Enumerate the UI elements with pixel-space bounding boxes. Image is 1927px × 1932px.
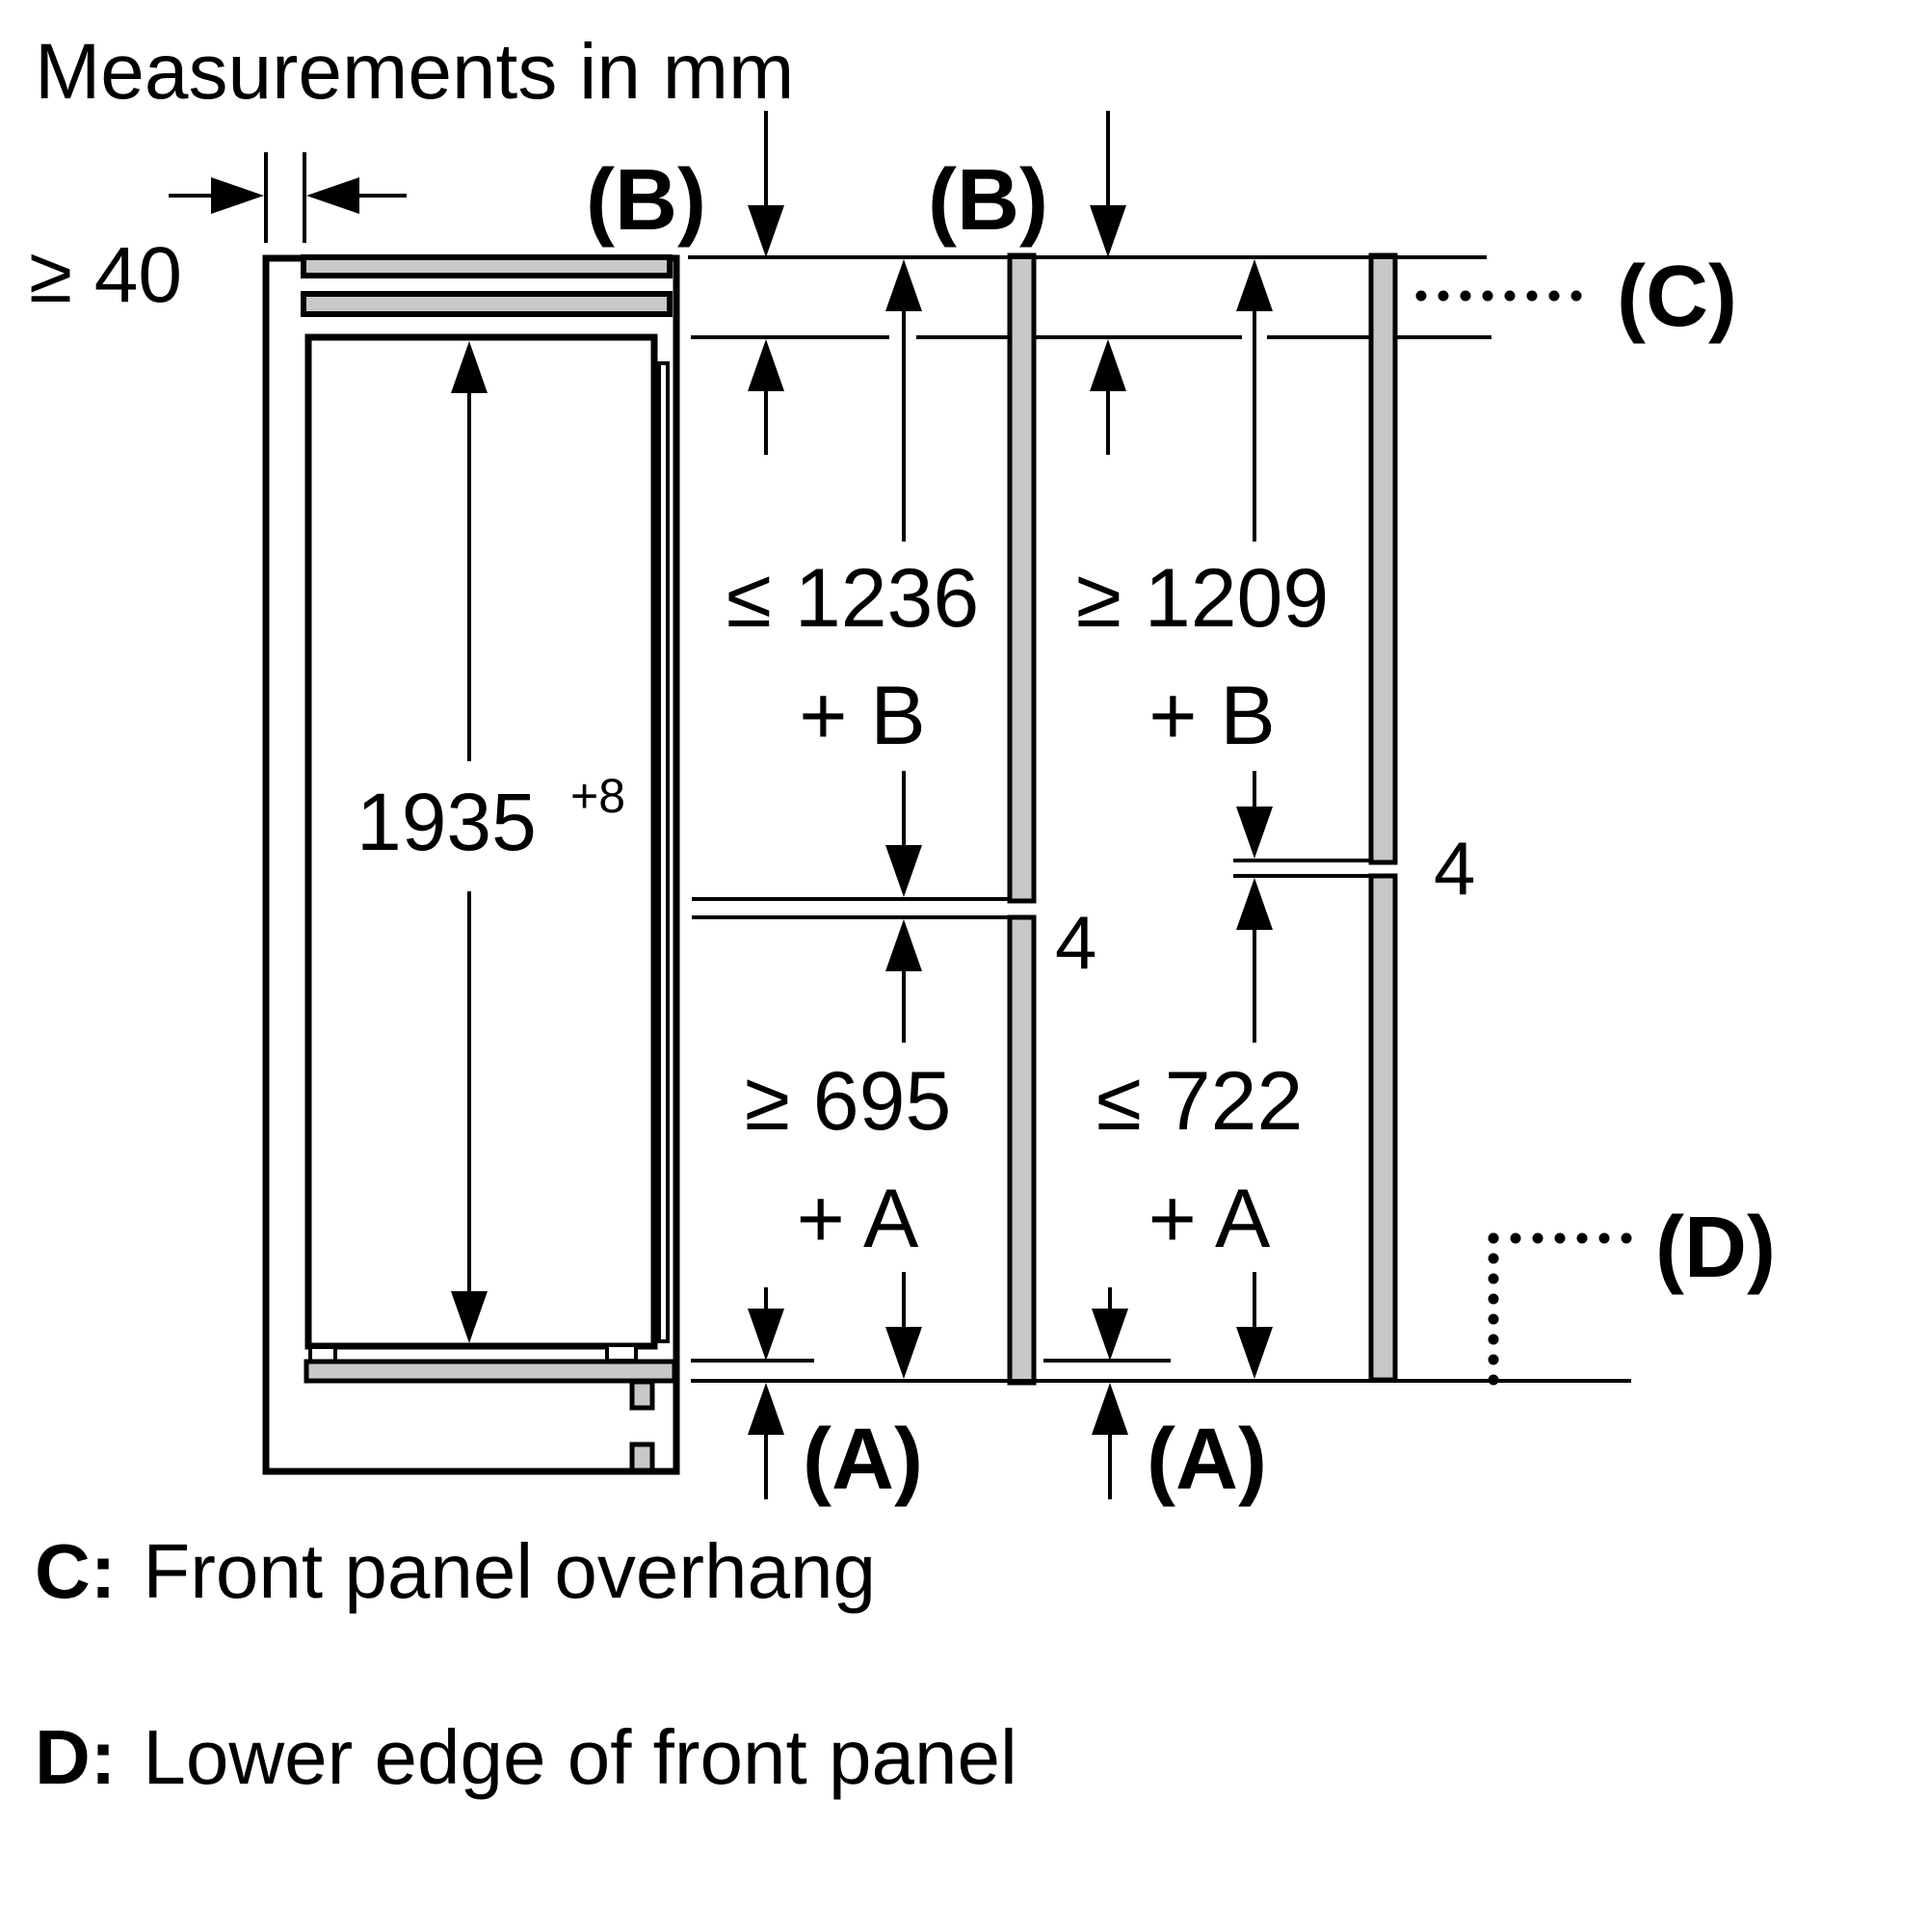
ur-down-head — [1236, 807, 1273, 859]
appliance-door-edge — [657, 361, 670, 1343]
appliance-height-dimension: 1935 +8 — [356, 341, 625, 1343]
front-panel-left-lower — [1007, 914, 1037, 1386]
b-right-up-head — [1090, 339, 1126, 391]
front-panel-right-upper — [1368, 252, 1398, 865]
dimension-upper-right: ≥ 1209 + B — [1076, 259, 1329, 859]
lr-down-head — [1236, 1327, 1273, 1379]
lower-right-variable: + A — [1148, 1173, 1271, 1265]
cabinet-group — [262, 254, 680, 1475]
ul-down-head — [885, 845, 922, 897]
a-left-up-head — [748, 1383, 784, 1435]
gap-right-label: 4 — [1434, 826, 1475, 911]
callout-c: (C) — [1415, 249, 1737, 345]
front-panel-right-lower — [1368, 873, 1398, 1383]
b-right-down-head — [1090, 205, 1126, 257]
ll-up-head — [885, 919, 922, 971]
hinge-block-lower — [629, 1442, 655, 1473]
appliance-foot-right — [605, 1343, 638, 1363]
upper-right-variable: + B — [1148, 670, 1275, 762]
top-vent-bar-1 — [301, 254, 673, 278]
a-right-down-head — [1092, 1309, 1128, 1361]
lower-left-variable: + A — [797, 1173, 919, 1265]
a-right-up-head — [1092, 1383, 1128, 1435]
upper-left-value: ≤ 1236 — [726, 552, 979, 645]
overhang-a-right: (A) — [1092, 1287, 1267, 1508]
b-right-label: (B) — [928, 152, 1048, 249]
lower-right-value: ≤ 722 — [1096, 1055, 1304, 1148]
rear-gap-arrow-right-head — [306, 177, 359, 214]
lower-left-value: ≥ 695 — [745, 1055, 952, 1148]
legend-key-d: D: — [35, 1714, 117, 1800]
height-value: 1935 — [356, 777, 537, 867]
b-left-down-head — [748, 205, 784, 257]
c-label: (C) — [1617, 249, 1737, 345]
callout-d: (D) — [1488, 1200, 1776, 1387]
upper-left-variable: + B — [799, 670, 925, 762]
a-right-label: (A) — [1147, 1412, 1267, 1508]
front-panel-left — [1007, 252, 1037, 1386]
legend-key-c: C: — [35, 1528, 117, 1614]
legend-row-c: C: Front panel overhang — [35, 1527, 876, 1616]
rear-gap-dimension: ≥ 40 — [29, 152, 407, 319]
ll-down-head — [885, 1327, 922, 1379]
dimension-lower-right: ≤ 722 + A — [1096, 878, 1304, 1379]
height-tolerance: +8 — [570, 769, 625, 823]
height-arrow-down — [451, 1291, 488, 1343]
overhang-b-right: (B) — [928, 111, 1126, 455]
front-panel-right — [1368, 252, 1398, 1383]
a-left-label: (A) — [803, 1412, 923, 1508]
b-left-label: (B) — [586, 152, 706, 249]
b-left-up-head — [748, 339, 784, 391]
a-left-down-head — [748, 1309, 784, 1361]
ur-up-head — [1236, 259, 1273, 311]
legend-text-d: Lower edge of front panel — [143, 1714, 1017, 1800]
page-title: Measurements in mm — [35, 28, 795, 116]
legend-text-c: Front panel overhang — [143, 1528, 876, 1614]
overhang-a-left: (A) — [748, 1287, 923, 1508]
dimension-lower-left: ≥ 695 + A — [745, 919, 952, 1379]
upper-right-value: ≥ 1209 — [1076, 552, 1329, 645]
ul-up-head — [885, 259, 922, 311]
hinge-block-upper — [629, 1379, 655, 1411]
dimension-upper-left: ≤ 1236 + B — [726, 259, 979, 897]
legend-row-d: D: Lower edge of front panel — [35, 1713, 1017, 1802]
gap-left-label: 4 — [1055, 900, 1096, 985]
rear-gap-label: ≥ 40 — [29, 231, 182, 319]
plinth-bar — [304, 1359, 677, 1384]
overhang-b-left: (B) — [586, 111, 784, 455]
top-vent-bar-2 — [301, 291, 673, 317]
rear-gap-arrow-left-head — [211, 177, 264, 214]
front-panel-left-upper — [1007, 252, 1037, 904]
d-label: (D) — [1655, 1200, 1776, 1296]
appliance-body — [304, 333, 658, 1350]
lr-up-head — [1236, 878, 1273, 930]
reference-lines — [688, 255, 1631, 1383]
height-arrow-up — [451, 341, 488, 393]
